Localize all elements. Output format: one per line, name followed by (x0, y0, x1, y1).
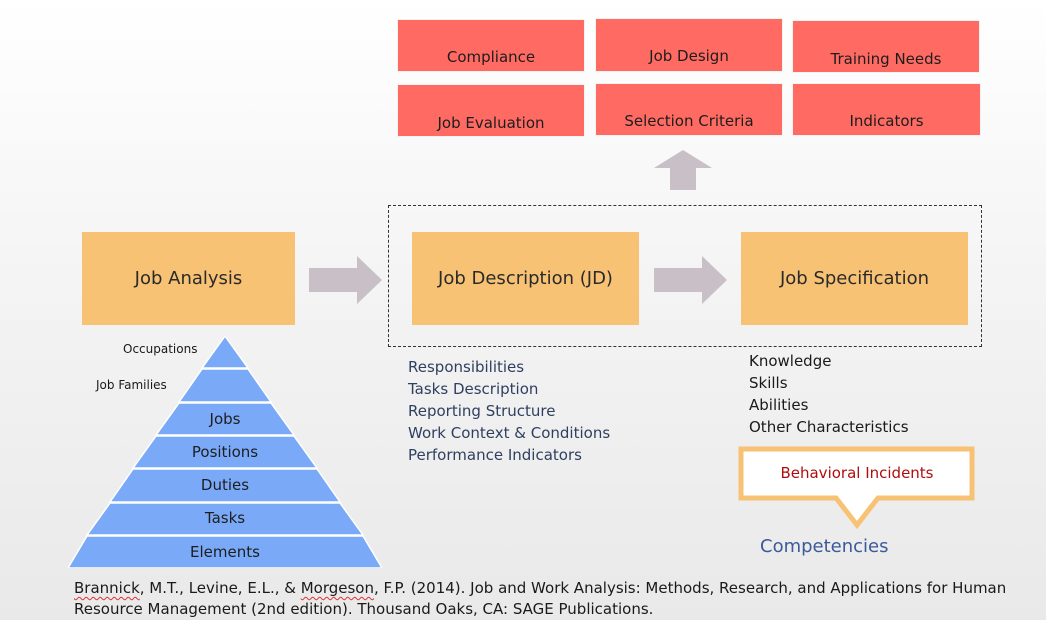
spec-item: Abilities (749, 396, 809, 414)
citation-line-1: Brannick, M.T., Levine, E.L., & Morgeson… (74, 578, 1034, 599)
job-description-box: Job Description (JD) (412, 232, 639, 325)
pyramid-label-positions: Positions (191, 443, 259, 461)
jd-items-list: Responsibilities Tasks Description Repor… (408, 356, 610, 466)
jd-item: Reporting Structure (408, 402, 556, 420)
pyramid-level-tasks (85, 502, 365, 536)
job-specification-box: Job Specification (741, 232, 968, 325)
job-analysis-box: Job Analysis (82, 232, 295, 325)
pyramid-level-jobs (154, 402, 296, 436)
citation-text: , M.T., Levine, E.L., & (139, 579, 301, 597)
spec-items-list: Knowledge Skills Abilities Other Charact… (749, 350, 909, 438)
jd-item: Work Context & Conditions (408, 424, 611, 442)
pyramid-level-duties (108, 468, 342, 503)
pyramid-level-occupations (200, 336, 250, 369)
outcome-job-evaluation: Job Evaluation (397, 84, 585, 137)
citation-line-2: Resource Management (2nd edition). Thous… (74, 600, 654, 618)
pyramid-label-job-families: Job Families (96, 378, 167, 392)
outcome-compliance: Compliance (397, 19, 585, 72)
spec-item: Knowledge (749, 352, 832, 370)
pyramid-label-duties: Duties (200, 476, 250, 494)
right-arrow-icon (309, 256, 382, 304)
citation: Brannick, M.T., Levine, E.L., & Morgeson… (74, 578, 1034, 620)
outcome-job-design: Job Design (595, 18, 783, 72)
pyramid-level-positions (131, 435, 319, 469)
jd-spec-group-border (388, 205, 982, 347)
jd-item: Performance Indicators (408, 446, 582, 464)
outcome-training-needs: Training Needs (792, 20, 980, 73)
spec-item: Other Characteristics (749, 418, 909, 436)
pyramid-label-elements: Elements (190, 543, 260, 561)
right-arrow-icon (654, 256, 727, 304)
jd-item: Responsibilities (408, 358, 525, 376)
outcome-indicators: Indicators (792, 83, 981, 136)
pyramid-level-elements (68, 535, 382, 568)
outcome-selection-criteria: Selection Criteria (595, 83, 783, 136)
pyramid-level-job-families (177, 368, 273, 403)
citation-author-2: Morgeson (300, 579, 374, 597)
citation-author-1: Brannick (74, 579, 140, 597)
spec-item: Skills (749, 374, 788, 392)
pyramid-label-tasks: Tasks (204, 509, 246, 527)
competencies-label: Competencies (760, 536, 889, 557)
jd-item: Tasks Description (408, 380, 539, 398)
up-arrow-icon (654, 150, 712, 190)
behavioral-incidents-callout (738, 446, 975, 530)
job-hierarchy-pyramid (68, 336, 382, 568)
pyramid-label-occupations: Occupations (123, 342, 198, 356)
pyramid-label-jobs: Jobs (209, 410, 241, 428)
behavioral-incidents-label: Behavioral Incidents (780, 464, 934, 482)
citation-text: , F.P. (2014). Job and Work Analysis: Me… (374, 579, 1007, 597)
